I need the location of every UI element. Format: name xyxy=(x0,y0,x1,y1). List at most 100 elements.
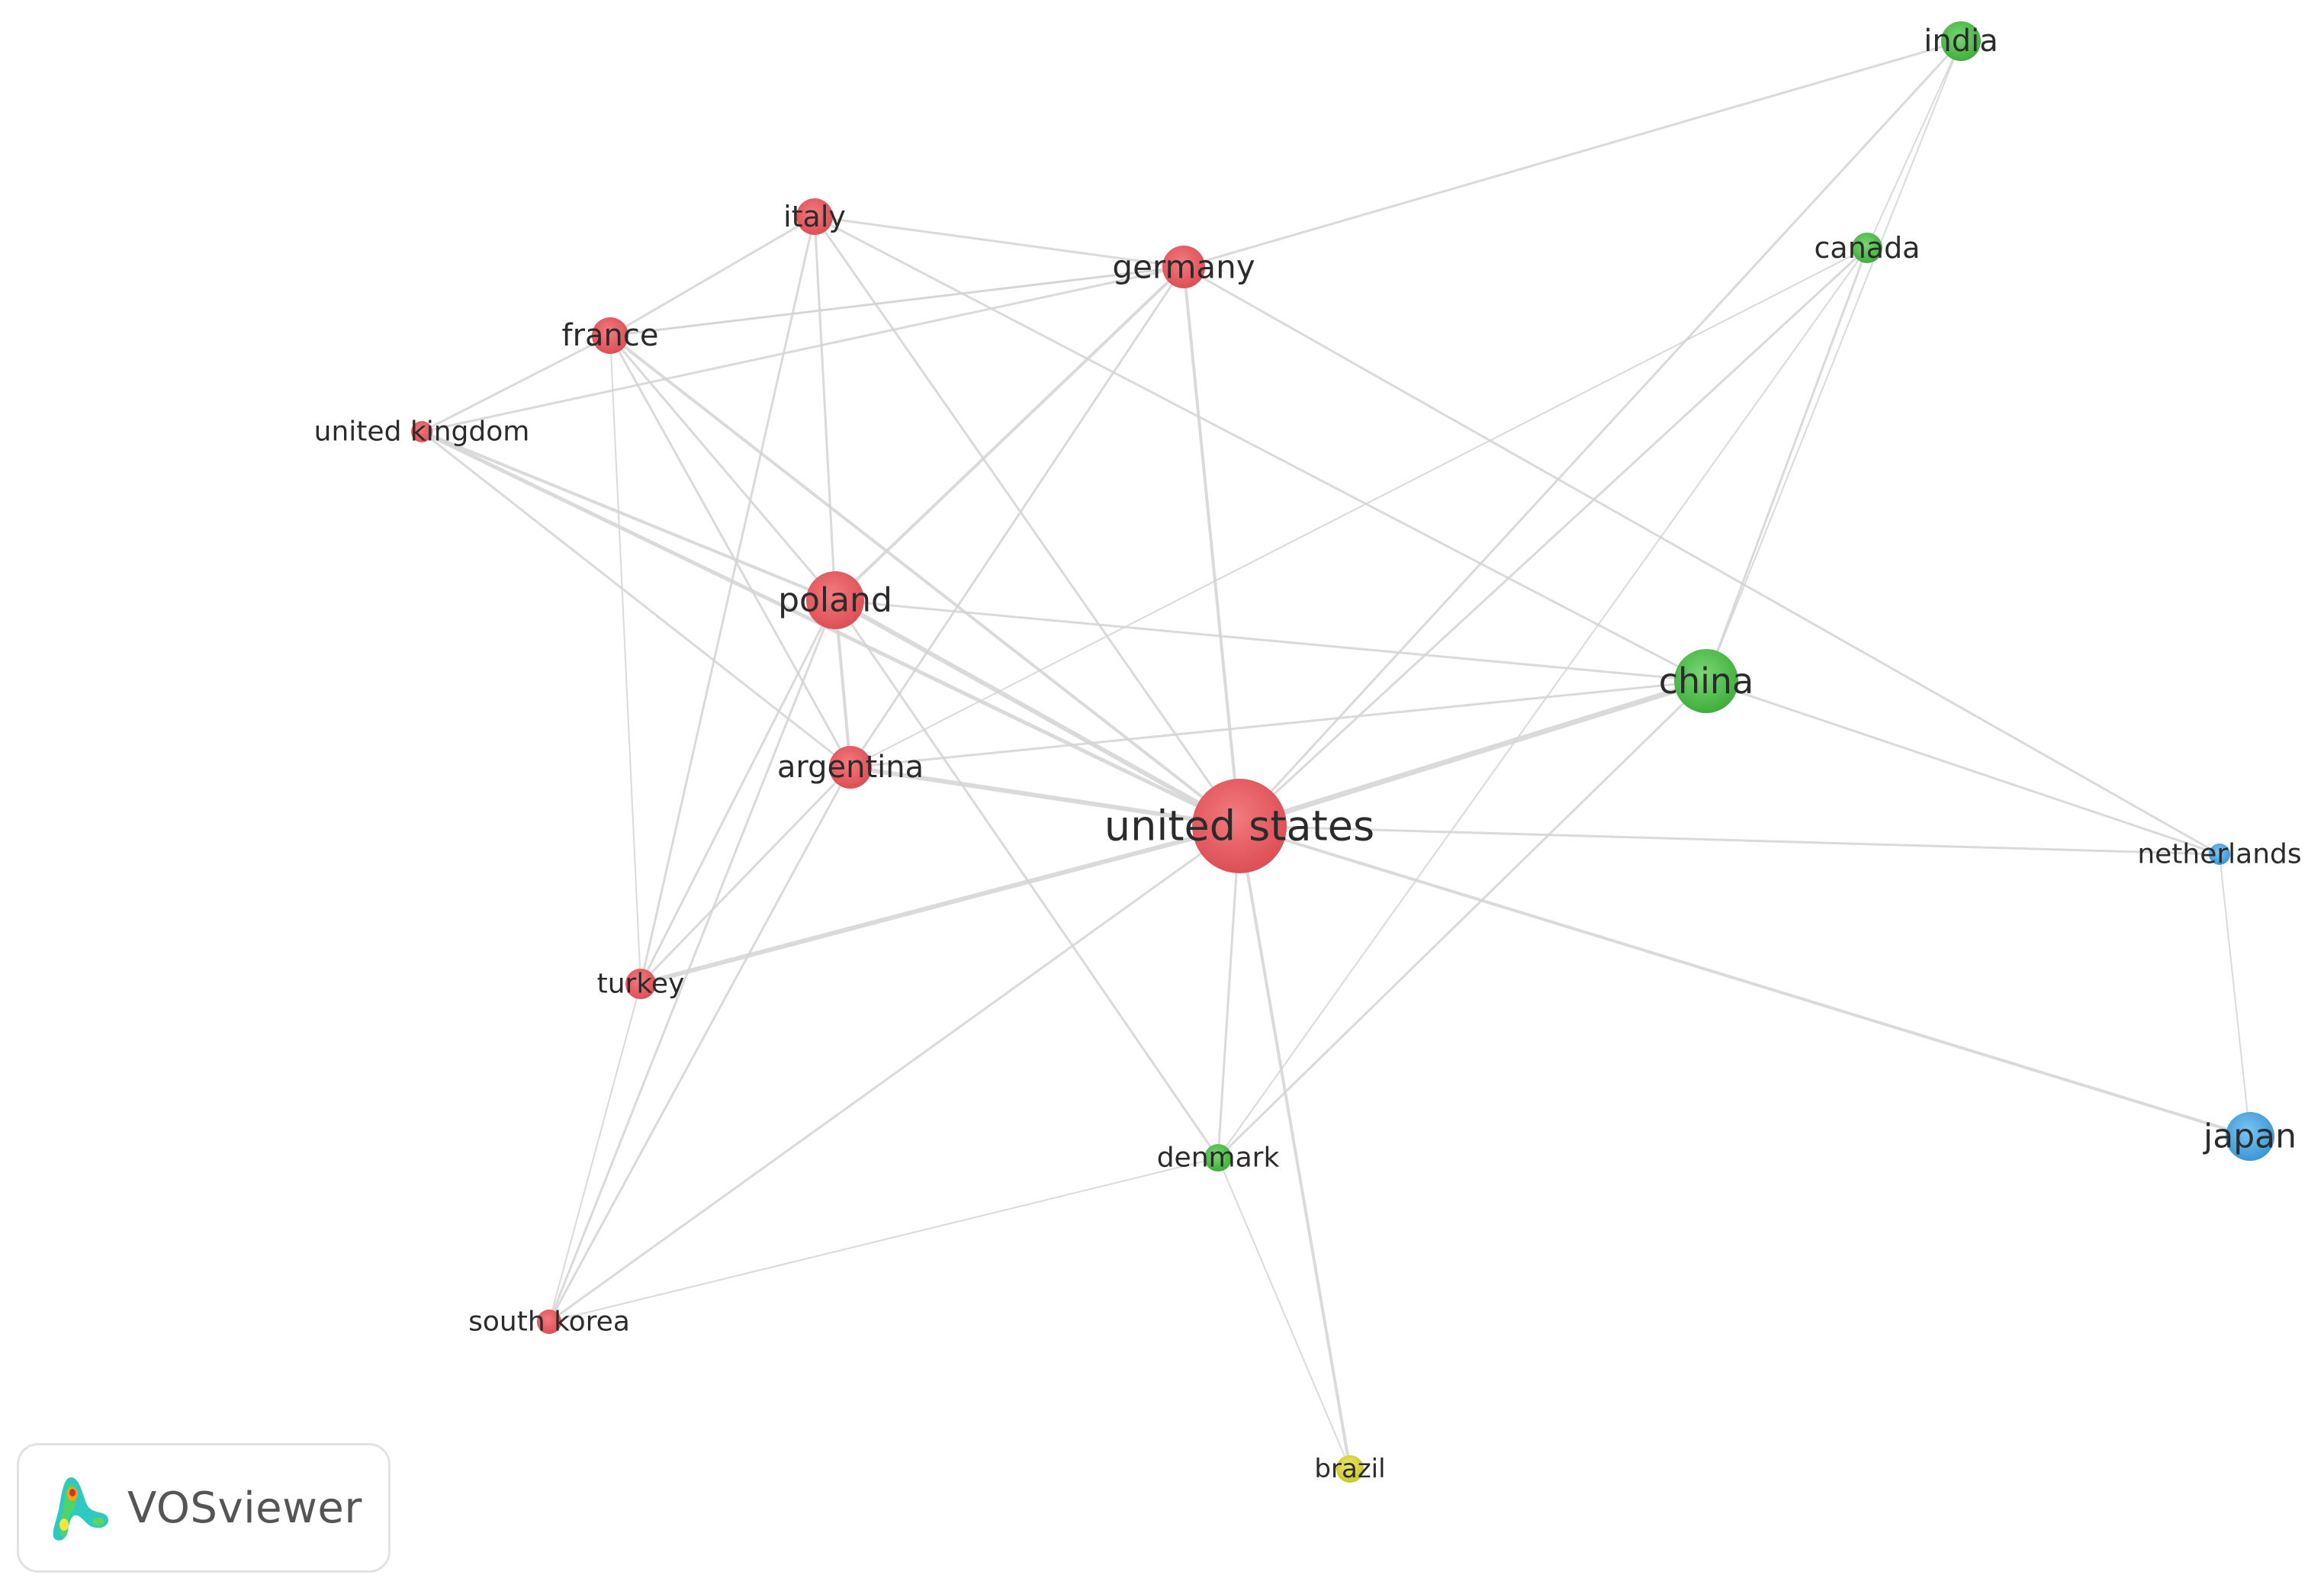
edge-italy-turkey[interactable] xyxy=(639,215,816,985)
node-label: united states xyxy=(1104,802,1374,850)
edge-argentina-china[interactable] xyxy=(849,680,1708,769)
edge-canada-denmark[interactable] xyxy=(1217,247,1868,1159)
node-circle-icon[interactable] xyxy=(1852,233,1882,263)
node-label: poland xyxy=(778,581,892,620)
edge-denmark-south-korea[interactable] xyxy=(548,1157,1219,1323)
edge-united-states-south-korea[interactable] xyxy=(548,824,1241,1323)
node-label: south korea xyxy=(468,1307,630,1338)
node-circle-icon[interactable] xyxy=(2209,844,2230,865)
vosviewer-brand-name: VOSviewer xyxy=(127,1483,362,1533)
node-circle-icon[interactable] xyxy=(1336,1455,1364,1483)
node-argentina[interactable]: argentina xyxy=(777,746,924,789)
node-label: turkey xyxy=(597,969,685,1000)
node-netherlands[interactable]: netherlands xyxy=(2137,839,2301,870)
edge-france-united-kingdom[interactable] xyxy=(420,334,612,433)
node-circle-icon[interactable] xyxy=(1204,1144,1232,1172)
node-circle-icon[interactable] xyxy=(1674,649,1738,713)
edge-argentina-south-korea[interactable] xyxy=(548,766,852,1323)
edge-france-germany[interactable] xyxy=(609,266,1185,336)
node-circle-icon[interactable] xyxy=(1941,21,1981,61)
edge-poland-italy[interactable] xyxy=(813,215,837,602)
vosviewer-logo-icon xyxy=(53,1477,109,1541)
edge-poland-france[interactable] xyxy=(609,334,837,602)
node-label: united kingdom xyxy=(314,416,530,448)
edge-united-states-china[interactable] xyxy=(1236,678,1709,829)
node-canada[interactable]: canada xyxy=(1815,231,1921,265)
edge-united-states-canada[interactable] xyxy=(1238,246,1869,828)
edge-china-denmark[interactable] xyxy=(1217,680,1708,1159)
node-label: denmark xyxy=(1157,1143,1280,1174)
edge-france-turkey[interactable] xyxy=(609,335,641,985)
edge-united-states-denmark[interactable] xyxy=(1217,824,1241,1159)
node-united-states[interactable]: united states xyxy=(1104,779,1374,873)
node-circle-icon[interactable] xyxy=(625,969,656,999)
edge-united-states-turkey[interactable] xyxy=(638,824,1242,986)
edge-poland-united-kingdom[interactable] xyxy=(420,430,837,602)
node-circle-icon[interactable] xyxy=(411,421,432,442)
edge-united-states-argentina[interactable] xyxy=(848,765,1242,828)
edge-poland-china[interactable] xyxy=(834,599,1708,683)
edge-netherlands-japan[interactable] xyxy=(2219,853,2251,1137)
node-circle-icon[interactable] xyxy=(796,198,833,235)
node-label: germany xyxy=(1112,249,1255,286)
node-turkey[interactable]: turkey xyxy=(597,969,685,1000)
node-circle-icon[interactable] xyxy=(2226,1112,2274,1161)
edge-argentina-canada[interactable] xyxy=(850,247,1868,768)
node-india[interactable]: india xyxy=(1924,21,1998,61)
node-label: japan xyxy=(2203,1117,2297,1156)
node-circle-icon[interactable] xyxy=(537,1310,561,1334)
edge-united-states-brazil[interactable] xyxy=(1238,824,1352,1470)
node-germany[interactable]: germany xyxy=(1112,246,1255,288)
node-label: italy xyxy=(783,200,846,233)
edge-china-netherlands[interactable] xyxy=(1705,680,2221,856)
edge-argentina-germany[interactable] xyxy=(849,265,1185,769)
node-circle-icon[interactable] xyxy=(1192,779,1287,873)
edge-united-states-india[interactable] xyxy=(1238,40,1962,828)
node-label: brazil xyxy=(1314,1454,1385,1484)
node-poland[interactable]: poland xyxy=(778,571,892,629)
edge-united-states-france[interactable] xyxy=(609,334,1241,828)
node-label: france xyxy=(562,318,659,353)
edge-germany-united-kingdom[interactable] xyxy=(420,265,1185,433)
node-united-kingdom[interactable]: united kingdom xyxy=(314,416,530,448)
node-south-korea[interactable]: south korea xyxy=(468,1307,630,1338)
node-label: canada xyxy=(1815,231,1921,265)
node-brazil[interactable]: brazil xyxy=(1314,1454,1385,1484)
edge-germany-india[interactable] xyxy=(1182,40,1962,268)
edge-united-states-italy[interactable] xyxy=(813,215,1241,828)
vosviewer-badge: VOSviewer xyxy=(17,1443,391,1573)
node-circle-icon[interactable] xyxy=(1162,246,1205,288)
node-france[interactable]: france xyxy=(562,317,659,354)
node-china[interactable]: china xyxy=(1659,649,1754,713)
edge-argentina-united-kingdom[interactable] xyxy=(420,430,852,769)
edge-united-states-japan[interactable] xyxy=(1238,824,2252,1138)
edge-germany-italy[interactable] xyxy=(813,215,1185,268)
edge-denmark-brazil[interactable] xyxy=(1217,1157,1351,1470)
edge-turkey-south-korea[interactable] xyxy=(548,983,641,1323)
edge-united-states-poland[interactable] xyxy=(833,598,1242,828)
node-circle-icon[interactable] xyxy=(592,317,628,354)
edges-layer xyxy=(419,40,2252,1470)
edge-poland-turkey[interactable] xyxy=(639,599,837,985)
edge-india-china[interactable] xyxy=(1705,40,1962,682)
node-label: argentina xyxy=(777,750,924,785)
edge-italy-france[interactable] xyxy=(609,215,816,337)
node-denmark[interactable]: denmark xyxy=(1157,1143,1280,1174)
edge-poland-germany[interactable] xyxy=(834,265,1185,602)
edge-poland-south-korea[interactable] xyxy=(548,599,837,1323)
node-circle-icon[interactable] xyxy=(806,571,864,629)
node-italy[interactable]: italy xyxy=(783,198,846,235)
edge-china-canada[interactable] xyxy=(1705,246,1869,683)
edge-canada-india[interactable] xyxy=(1866,40,1962,249)
edge-argentina-france[interactable] xyxy=(609,334,852,769)
edge-germany-netherlands[interactable] xyxy=(1182,265,2221,856)
node-circle-icon[interactable] xyxy=(829,746,872,789)
node-label: china xyxy=(1659,661,1754,702)
edge-united-states-netherlands[interactable] xyxy=(1238,824,2221,856)
nodes-layer: united states poland argentina germany italy… xyxy=(314,21,2302,1484)
edge-united-states-germany[interactable] xyxy=(1182,265,1241,828)
node-label: india xyxy=(1924,24,1998,59)
node-japan[interactable]: japan xyxy=(2203,1112,2297,1161)
edge-argentina-turkey[interactable] xyxy=(639,766,852,985)
